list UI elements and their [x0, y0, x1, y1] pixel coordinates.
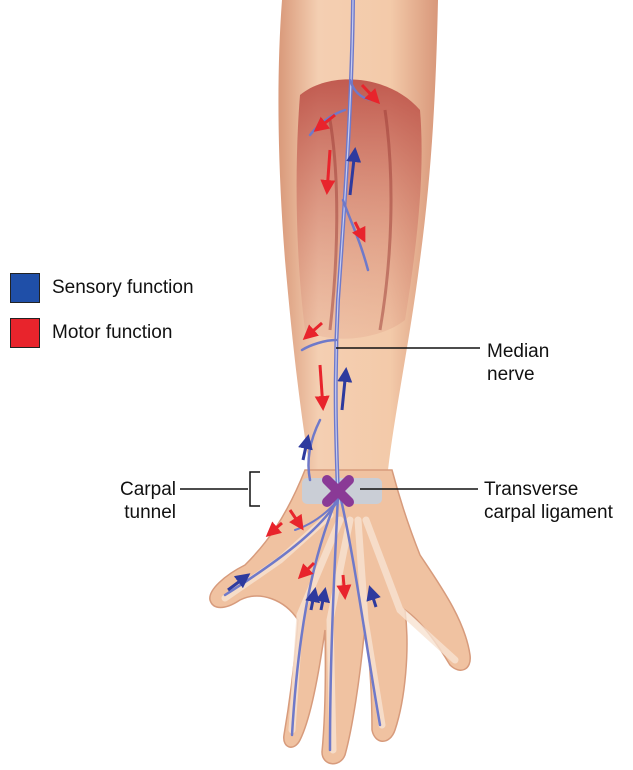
legend-item-motor: Motor function [10, 318, 172, 348]
forearm-muscles [297, 79, 422, 338]
carpal-tunnel-label-line2: tunnel [108, 501, 176, 524]
carpal-tunnel-label-line1: Carpal [108, 478, 176, 501]
transverse-ligament-label-line1: Transverse [484, 478, 613, 501]
median-nerve-label-line2: nerve [487, 363, 549, 386]
carpal-tunnel-bracket [250, 472, 260, 506]
motor-arrow [343, 575, 345, 597]
transverse-ligament-label-line2: carpal ligament [484, 501, 613, 524]
legend-item-sensory: Sensory function [10, 273, 194, 303]
median-nerve-label-line1: Median [487, 340, 549, 363]
legend-label-sensory: Sensory function [52, 277, 194, 299]
motor-swatch [10, 318, 40, 348]
legend-label-motor: Motor function [52, 322, 172, 344]
hand [210, 470, 470, 764]
carpal-tunnel-label: Carpal tunnel [108, 478, 176, 524]
median-nerve-label: Median nerve [487, 340, 549, 386]
transverse-ligament-label: Transverse carpal ligament [484, 478, 613, 524]
sensory-swatch [10, 273, 40, 303]
